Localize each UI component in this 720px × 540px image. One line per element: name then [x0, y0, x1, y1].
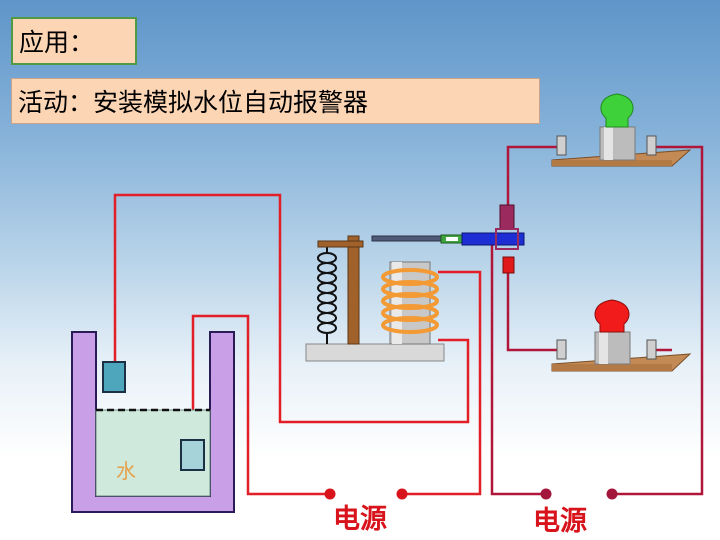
left-power-source: 电源: [324, 488, 408, 535]
electrode-upper: [102, 361, 126, 393]
wire-armature-to-power: [490, 240, 546, 496]
switch-joint: [495, 228, 519, 250]
wire-lower-electrode: [191, 314, 330, 496]
relay: [305, 234, 464, 362]
switch-upper-post: [499, 204, 515, 230]
green-lamp-terminal-left: [556, 135, 567, 156]
electrode-lower: [180, 439, 205, 471]
power-left-label: 电源: [333, 504, 387, 535]
terminal-left-b: [396, 488, 408, 500]
spring: [317, 246, 337, 344]
power-right-label: 电源: [533, 506, 587, 537]
wire-top-lamp: [506, 145, 560, 213]
terminal-left-a: [324, 488, 336, 500]
right-circuit-wires: [490, 145, 704, 496]
terminal-right-b: [606, 488, 618, 500]
wire-coil-to-power: [402, 270, 482, 496]
water-tank: 水: [71, 331, 235, 513]
tank-body: [71, 331, 235, 513]
switch-blade: [461, 232, 525, 246]
title-box: 应用：: [11, 17, 137, 65]
red-lamp-bulb: [594, 299, 630, 333]
armature-cap: [317, 240, 364, 248]
switch-lower-post: [502, 256, 515, 274]
activity-text: 活动：安装模拟水位自动报警器: [18, 88, 369, 117]
wire-top-lamp-right: [612, 145, 704, 496]
green-lamp-board-front: [552, 160, 672, 166]
armature-arm: [371, 235, 443, 242]
left-circuit-wires: [113, 193, 482, 496]
right-power-source: 电源: [533, 488, 618, 537]
activity-box: 活动：安装模拟水位自动报警器: [11, 78, 540, 124]
green-lamp: [551, 93, 692, 167]
contact-tip: [446, 237, 458, 241]
iron-core-shade: [392, 262, 402, 344]
coil: [381, 268, 439, 334]
green-lamp-terminal-right: [646, 135, 657, 156]
water-label: 水: [116, 459, 136, 483]
red-lamp: [551, 299, 692, 372]
wire-bottom-lamp: [506, 270, 560, 352]
armature-post: [347, 235, 360, 345]
green-lamp-bulb: [600, 93, 634, 128]
page-title: 应用：: [19, 28, 95, 57]
wire-upper-electrode: [113, 193, 470, 424]
relay-base: [305, 343, 445, 362]
red-lamp-terminal-right: [646, 339, 657, 360]
alarm-switch: [461, 204, 525, 274]
red-lamp-board-front: [552, 364, 672, 371]
terminal-right-a: [540, 488, 552, 500]
red-lamp-terminal-left: [556, 339, 567, 360]
